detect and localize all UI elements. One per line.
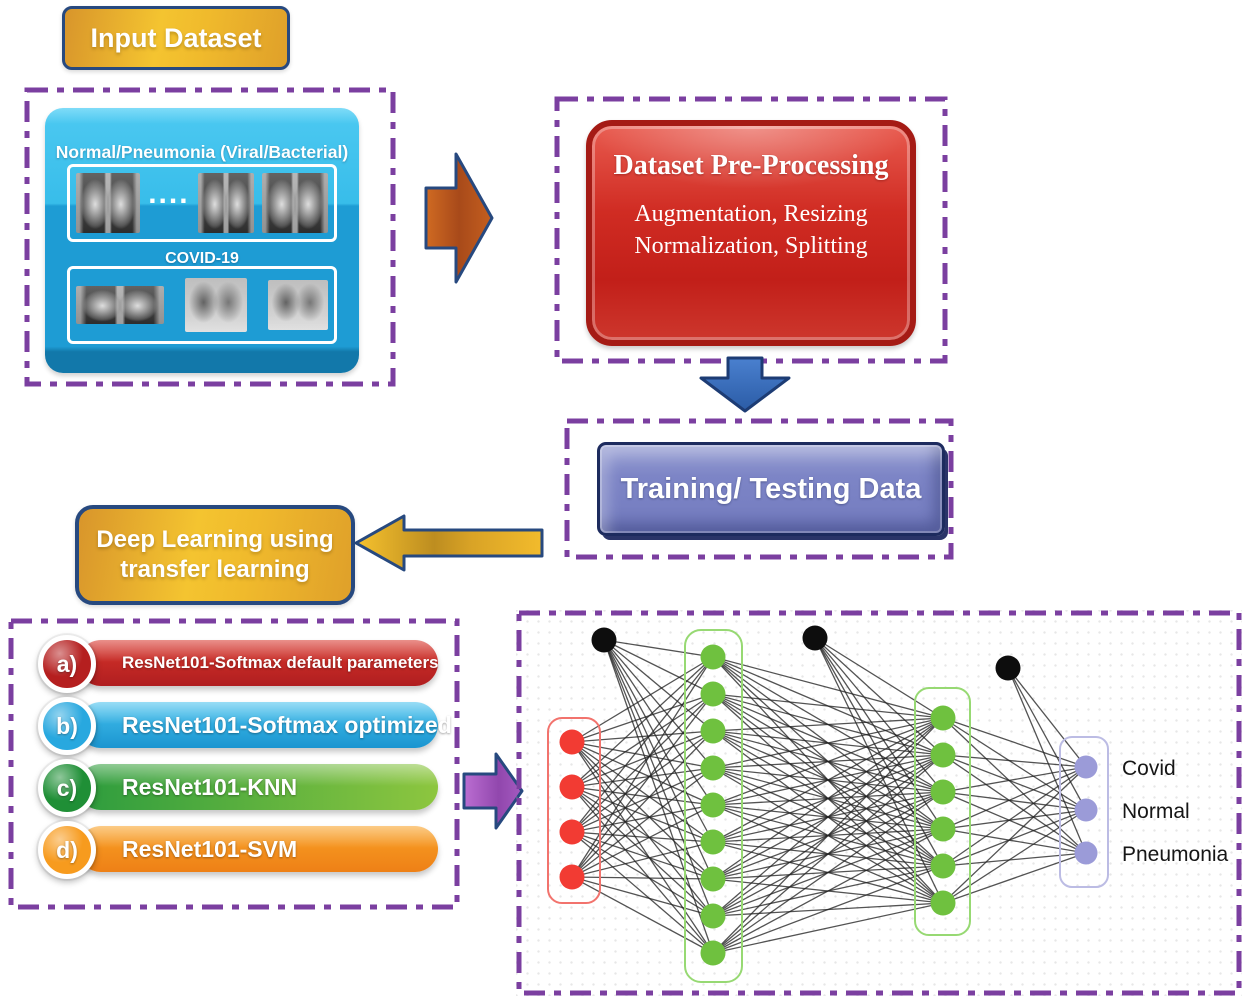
- xray-thumbnail: [76, 173, 140, 233]
- dataset-dashed-panel: Normal/Pneumonia (Viral/Bacterial) .... …: [24, 87, 396, 387]
- method-bar: ResNet101-KNN: [78, 764, 438, 810]
- method-label: ResNet101-Softmax default parameters: [122, 653, 439, 672]
- training-data-box: Training/ Testing Data: [597, 442, 945, 536]
- method-pill-c: ResNet101-KNN c): [38, 759, 438, 817]
- methods-dashed-panel: ResNet101-Softmax default parameters a) …: [8, 618, 460, 910]
- output-label: Covid: [1122, 757, 1176, 780]
- xray-thumbnail: [185, 278, 247, 332]
- deep-learning-box: Deep Learning using transfer learning: [75, 505, 355, 605]
- method-key-badge: b): [38, 697, 96, 755]
- ellipsis-dots: ....: [148, 177, 190, 210]
- preprocessing-card: Dataset Pre-Processing Augmentation, Res…: [586, 120, 916, 346]
- training-data-label: Training/ Testing Data: [620, 472, 922, 505]
- method-pill-d: ResNet101-SVM d): [38, 821, 438, 879]
- xray-thumbnail: [197, 173, 254, 233]
- arrow-right-icon: [424, 152, 494, 284]
- preprocessing-title: Dataset Pre-Processing: [613, 150, 889, 181]
- xray-thumbnail: [76, 286, 164, 324]
- training-dashed-panel: Training/ Testing Data: [564, 418, 954, 560]
- method-bar: ResNet101-Softmax default parameters: [78, 640, 439, 686]
- method-key-badge: c): [38, 759, 96, 817]
- arrow-down-icon: [699, 356, 791, 413]
- method-key-badge: a): [38, 635, 96, 693]
- preprocessing-dashed-panel: Dataset Pre-Processing Augmentation, Res…: [554, 96, 948, 364]
- dataset-group2-frame: [67, 266, 337, 344]
- input-dataset-button: Input Dataset: [62, 6, 290, 70]
- arrow-right-icon: [462, 752, 524, 830]
- dataset-card: Normal/Pneumonia (Viral/Bacterial) .... …: [45, 108, 359, 373]
- method-bar: ResNet101-Softmax optimized: [78, 702, 452, 748]
- method-label: ResNet101-SVM: [122, 835, 298, 862]
- arrow-left-icon: [354, 514, 544, 572]
- nn-links: [571, 637, 1087, 954]
- preprocessing-line2: Normalization, Splitting: [634, 233, 868, 260]
- input-dataset-label: Input Dataset: [90, 22, 262, 53]
- xray-thumbnail: [262, 173, 328, 233]
- output-label: Pneumonia: [1122, 843, 1229, 866]
- method-bar: ResNet101-SVM: [78, 826, 438, 872]
- method-pill-b: ResNet101-Softmax optimized b): [38, 697, 452, 755]
- method-label: ResNet101-Softmax optimized: [122, 711, 452, 738]
- methods-list: ResNet101-Softmax default parameters a) …: [38, 635, 452, 884]
- method-key-badge: d): [38, 821, 96, 879]
- xray-thumbnail: [268, 280, 328, 330]
- preprocessing-line1: Augmentation, Resizing: [634, 201, 868, 227]
- method-pill-a: ResNet101-Softmax default parameters a): [38, 635, 439, 693]
- deep-learning-line2: transfer learning: [120, 556, 310, 583]
- deep-learning-line1: Deep Learning using: [96, 526, 334, 553]
- output-label: Normal: [1122, 800, 1190, 823]
- dataset-group1-frame: ....: [67, 164, 337, 242]
- dataset-group1-title: Normal/Pneumonia (Viral/Bacterial): [55, 142, 349, 162]
- method-label: ResNet101-KNN: [122, 773, 298, 800]
